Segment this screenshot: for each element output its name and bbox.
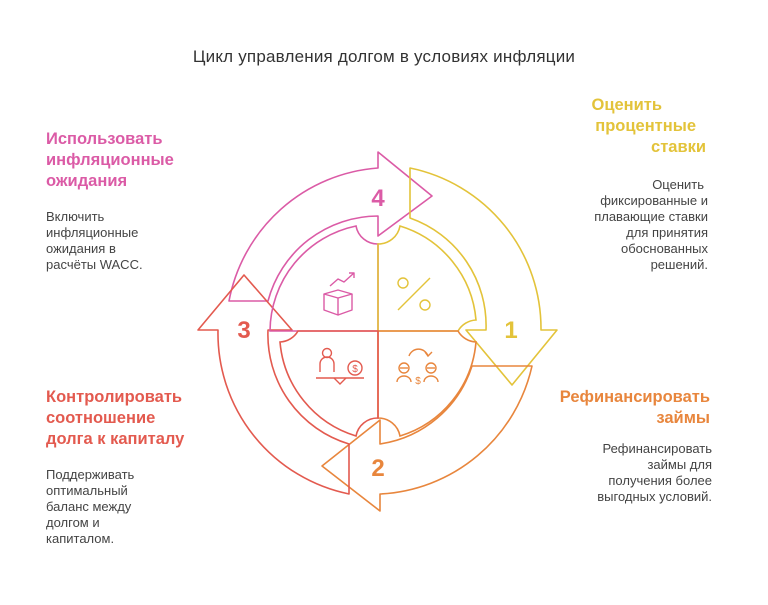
step-1-heading-line: процентные [595,117,696,135]
step-3-description-line: оптимальный [46,483,128,498]
step-1-description-line: плавающие ставки [594,209,708,224]
step-4-description-line: ожидания в [46,241,116,256]
step-1-description-line: решений. [650,257,708,272]
step-2-arrow [321,365,533,512]
diagram-title: Цикл управления долгом в условиях инфляц… [192,47,576,66]
step-3-heading-line: долга к капиталу [46,430,185,448]
quadrant-4 [269,225,379,332]
step-1-heading-line: Оценить [591,96,663,114]
step-1-description-line: Оценить [652,177,704,192]
step-4-heading: Использовать инфляционные ожидания [46,129,174,192]
percent-icon [397,277,431,311]
step-2-number: 2 [371,455,384,482]
balance-scale-icon: $ [316,347,364,385]
trend-box-icon [323,272,355,316]
step-2-description-line: займы для [647,457,712,472]
step-3-description: Поддерживать оптимальный баланс между до… [46,467,134,547]
step-1-number: 1 [504,317,517,344]
step-4-heading-line: ожидания [46,172,128,190]
step-2-heading: Рефинансировать займы [560,387,710,429]
step-3-heading: Контролировать соотношение долга к капит… [46,387,184,450]
step-1-heading: Оценить процентные ставки [592,95,707,158]
svg-text:$: $ [352,364,358,375]
step-1-arrow [409,167,558,386]
step-3-description-line: долгом и [46,515,100,530]
step-3-heading-line: соотношение [46,409,156,427]
step-3-description-line: капиталом. [46,531,115,546]
step-3-arrow [197,274,350,495]
step-4-description-line: Включить [46,209,105,224]
step-3-heading-line: Контролировать [46,388,183,406]
step-2-description-line: выгодных условий. [597,489,712,504]
step-1-description-line: обоснованных [620,241,708,256]
svg-text:$: $ [415,376,421,387]
step-3-description-line: баланс между [46,499,132,514]
step-1-heading-line: ставки [651,138,706,156]
step-2-description-line: Рефинансировать [602,441,712,456]
step-4-description-line: расчёты WACC. [46,257,143,272]
step-1-description-line: для принятия [626,225,708,240]
step-2-heading-line: займы [656,409,710,427]
step-2-description-line: получения более [608,473,712,488]
step-3-description-line: Поддерживать [46,467,135,482]
step-2-description: Рефинансировать займы для получения боле… [597,441,712,505]
refinance-people-icon: $ [396,348,439,387]
quadrant-1 [377,224,477,332]
step-4-description-line: инфляционные [46,225,139,240]
step-1-description-line: фиксированные и [600,193,708,208]
step-4-heading-line: инфляционные [46,151,174,169]
step-4-arrow [228,151,433,302]
step-2-heading-line: Рефинансировать [559,388,710,406]
step-1-description: Оценить фиксированные и плавающие ставки… [594,177,708,273]
step-4-description: Включить инфляционные ожидания в расчёты… [46,209,143,273]
step-4-number: 4 [371,185,385,212]
step-3-number: 3 [237,317,250,344]
quadrant-3 [279,330,379,438]
quadrant-2 [377,330,477,438]
step-4-heading-line: Использовать [46,130,163,148]
